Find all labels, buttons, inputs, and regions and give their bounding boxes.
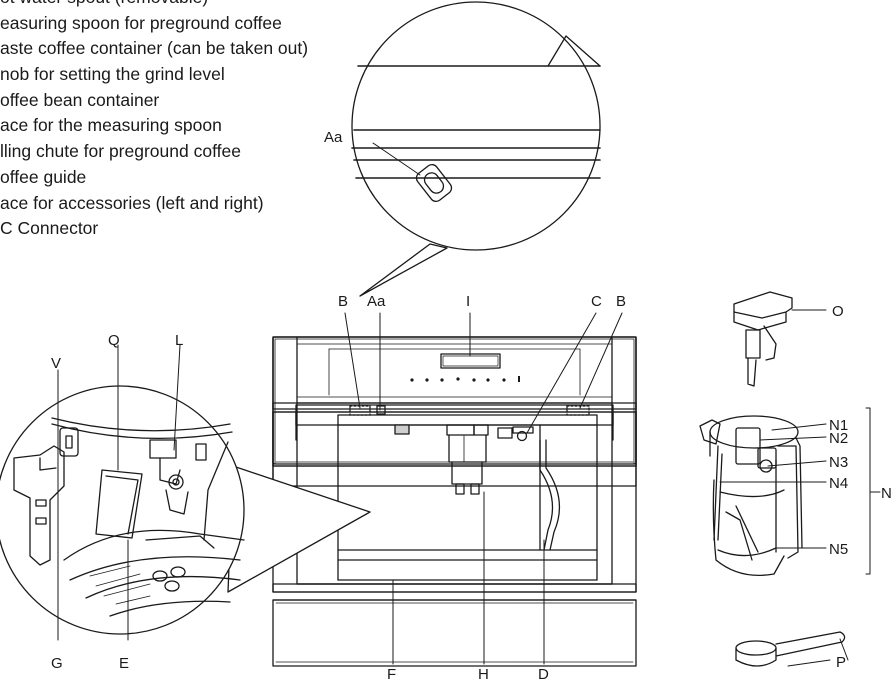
callout-b-right: B	[616, 293, 626, 310]
coffee-machine-body	[272, 336, 637, 667]
callout-leaders	[57, 309, 881, 667]
callout-n: N	[881, 485, 892, 502]
milk-container-accessory	[699, 415, 803, 577]
callout-i: I	[466, 293, 470, 310]
detail-zoom-circle	[351, 1, 601, 297]
callout-q: Q	[108, 332, 120, 349]
callout-g: G	[51, 655, 63, 672]
callout-aa: Aa	[367, 293, 386, 310]
callout-f: F	[387, 666, 396, 679]
legend-item: nob for setting the grind level	[0, 64, 225, 85]
parts-legend: ot water spout (removable) easuring spoo…	[0, 0, 308, 242]
legend-item: offee guide	[0, 166, 87, 187]
legend-item: ace for the measuring spoon	[0, 115, 222, 136]
callout-n1: N1	[829, 417, 848, 434]
callout-p: P	[836, 654, 846, 671]
control-buttons	[410, 376, 520, 382]
callout-c: C	[591, 293, 602, 310]
callout-l: L	[175, 332, 183, 349]
legend-item: C Connector	[0, 218, 99, 239]
legend-item: ace for accessories (left and right)	[0, 192, 264, 213]
callout-n2: N2	[829, 430, 848, 447]
legend-item: ot water spout (removable)	[0, 0, 308, 11]
interior-detail-circle	[0, 385, 371, 635]
coffee-machine-front	[272, 336, 637, 487]
callout-n5: N5	[829, 541, 848, 558]
button-aa-icon	[415, 163, 453, 203]
callout-h: H	[478, 666, 489, 679]
hot-water-spout-accessory	[733, 291, 793, 387]
callout-b-left: B	[338, 293, 348, 310]
legend-item: lling chute for preground coffee	[0, 141, 241, 162]
callout-n4: N4	[829, 475, 848, 492]
callout-labels: Aa B Aa I C B Q L V G E F H D O N1 N2 N3…	[51, 129, 892, 679]
callout-n3: N3	[829, 454, 848, 471]
callout-aa-zoom: Aa	[324, 129, 343, 146]
legend-item: easuring spoon for preground coffee	[0, 12, 282, 33]
measuring-spoon-accessory	[735, 631, 846, 667]
legend-item: aste coffee container (can be taken out)	[0, 38, 309, 59]
callout-o: O	[832, 303, 844, 320]
legend-item: offee bean container	[0, 89, 160, 110]
callout-v: V	[51, 355, 61, 372]
callout-e: E	[119, 655, 129, 672]
callout-d: D	[538, 666, 549, 679]
